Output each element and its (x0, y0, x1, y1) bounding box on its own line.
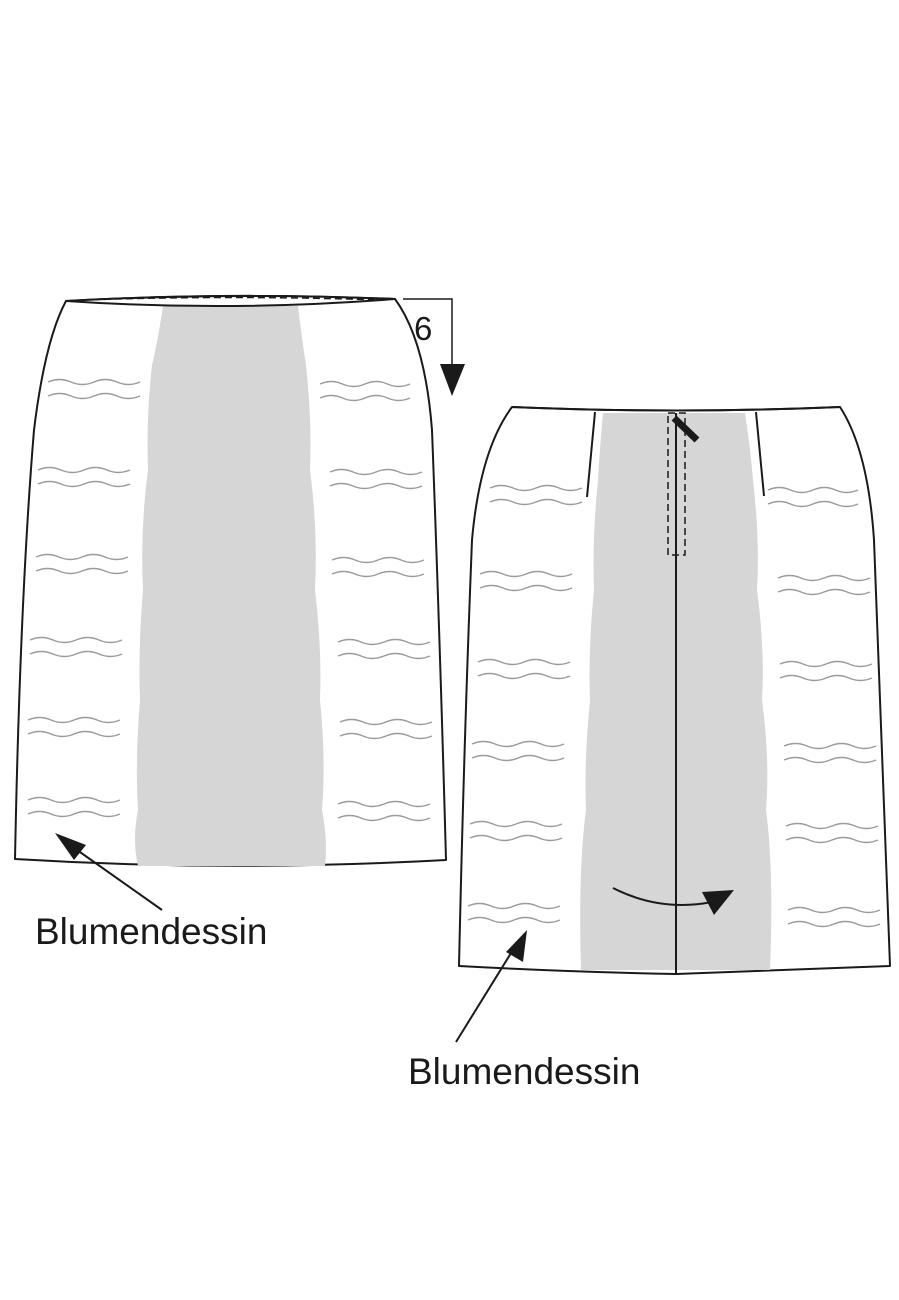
floral-pattern-mark (467, 902, 561, 910)
floral-pattern-mark (337, 638, 431, 646)
left-waistband-stitching (81, 296, 384, 301)
floral-pattern-mark (27, 810, 121, 818)
right-pointer-line (455, 944, 517, 1043)
floral-pattern-mark (767, 486, 859, 494)
floral-pattern-mark (337, 652, 431, 660)
floral-pattern-mark (337, 800, 431, 808)
floral-pattern-mark (47, 378, 141, 386)
right-skirt-outline-top (511, 406, 841, 412)
floral-pattern-mark (27, 716, 121, 724)
floral-pattern-mark (767, 500, 859, 508)
floral-pattern-mark (471, 754, 565, 762)
floral-pattern-mark (331, 556, 425, 564)
turn-arrow-head (702, 890, 734, 915)
floral-pattern-mark (337, 814, 431, 822)
left-pointer-head (55, 833, 86, 860)
left-skirt-center-panel (135, 306, 326, 866)
floral-pattern-mark (47, 392, 141, 400)
left-pattern-callout: Blumendessin (35, 833, 267, 952)
zipper-pull (671, 415, 700, 443)
step-arrow-line (403, 298, 453, 370)
right-skirt-floral-pattern (467, 484, 881, 928)
floral-pattern-mark (469, 820, 563, 828)
step-arrow-head (440, 364, 465, 396)
floral-pattern-mark (479, 570, 573, 578)
floral-pattern-mark (339, 732, 433, 740)
right-pattern-callout: Blumendessin (408, 930, 640, 1092)
floral-pattern-mark (319, 380, 411, 388)
floral-pattern-mark (489, 498, 583, 506)
floral-pattern-mark (779, 674, 873, 682)
floral-pattern-mark (785, 836, 879, 844)
left-dart (586, 411, 596, 498)
right-pointer-head (506, 930, 527, 962)
floral-pattern-mark (29, 650, 123, 658)
left-skirt-floral-pattern (27, 378, 433, 822)
floral-pattern-mark (329, 468, 423, 476)
right-skirt (458, 406, 891, 975)
zipper-outline (667, 412, 686, 556)
left-skirt (14, 294, 447, 867)
floral-pattern-mark (777, 588, 871, 596)
step-number: 6 (414, 310, 432, 347)
floral-pattern-mark (469, 834, 563, 842)
floral-pattern-mark (329, 482, 423, 490)
floral-pattern-mark (783, 756, 877, 764)
floral-pattern-mark (467, 916, 561, 924)
right-dart (755, 411, 765, 497)
floral-pattern-mark (477, 672, 571, 680)
floral-pattern-mark (783, 742, 877, 750)
floral-pattern-mark (471, 740, 565, 748)
floral-pattern-mark (27, 730, 121, 738)
floral-pattern-mark (35, 553, 129, 561)
floral-pattern-mark (37, 480, 131, 488)
floral-pattern-mark (331, 570, 425, 578)
turn-arrow-line (612, 887, 713, 906)
floral-pattern-mark (37, 466, 131, 474)
floral-pattern-mark (27, 796, 121, 804)
floral-pattern-mark (489, 484, 583, 492)
right-pattern-label: Blumendessin (408, 1051, 640, 1092)
step-indicator: 6 (403, 298, 465, 396)
floral-pattern-mark (35, 567, 129, 575)
floral-pattern-mark (785, 822, 879, 830)
floral-pattern-mark (779, 660, 873, 668)
left-pointer-line (69, 844, 163, 911)
floral-pattern-mark (479, 584, 573, 592)
floral-pattern-mark (319, 394, 411, 402)
floral-pattern-mark (477, 658, 571, 666)
floral-pattern-mark (787, 906, 881, 914)
floral-pattern-mark (787, 920, 881, 928)
left-pattern-label: Blumendessin (35, 911, 267, 952)
floral-pattern-mark (29, 636, 123, 644)
floral-pattern-mark (777, 574, 871, 582)
floral-pattern-mark (339, 718, 433, 726)
